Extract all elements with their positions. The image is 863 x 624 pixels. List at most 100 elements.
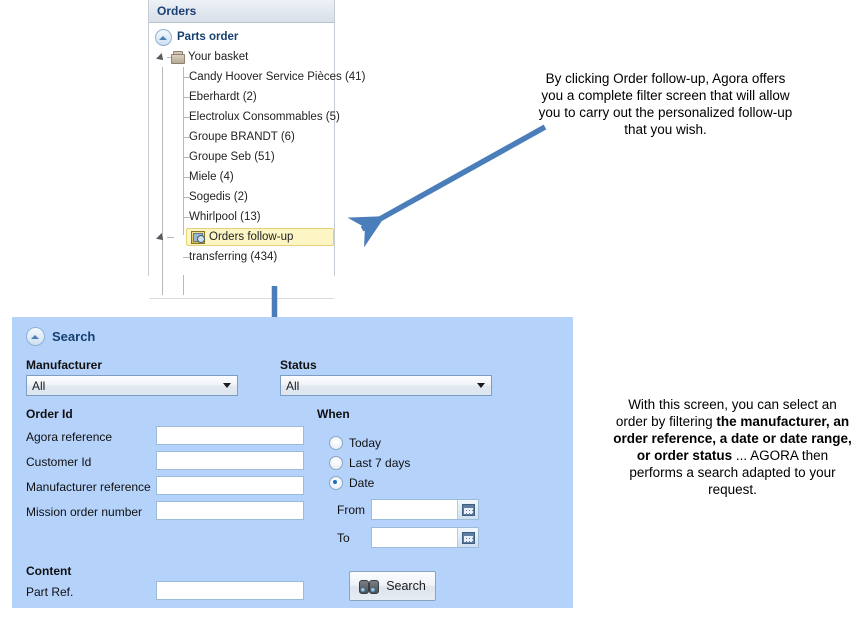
radio-button-selected[interactable] [329, 476, 343, 490]
radio-label: Last 7 days [349, 456, 411, 470]
search-filter-panel: Search Manufacturer All Status All Order… [12, 317, 573, 608]
annotation-right-part1: With this screen, you can select an orde… [615, 397, 837, 429]
tree-node-label: Your basket [188, 51, 249, 63]
customer-id-input[interactable] [156, 451, 304, 470]
from-date-field[interactable] [371, 499, 479, 520]
radio-button[interactable] [329, 456, 343, 470]
tree-connector [183, 77, 190, 78]
tree-connector [183, 197, 190, 198]
tree-node-orders-followup[interactable]: Orders follow-up [149, 227, 334, 247]
tree-node-label: Groupe BRANDT (6) [189, 131, 295, 143]
tree-node-label: Whirlpool (13) [189, 211, 261, 223]
tree-connector [183, 257, 190, 258]
tree-connector [183, 177, 190, 178]
manufacturer-reference-label: Manufacturer reference [26, 480, 151, 494]
tree-node-label: transferring (434) [189, 251, 278, 263]
to-date-field[interactable] [371, 527, 479, 548]
panel-title-label: Search [52, 329, 96, 344]
basket-icon [170, 51, 185, 64]
tree-connector [183, 117, 190, 118]
status-combo-wrapper[interactable]: All [280, 375, 492, 396]
annotation-right: With this screen, you can select an orde… [611, 396, 854, 498]
tree-connector [167, 237, 174, 238]
calendar-button[interactable] [457, 528, 478, 547]
manufacturer-label: Manufacturer [26, 358, 103, 372]
from-label: From [337, 503, 365, 517]
calendar-icon [461, 503, 475, 516]
list-item[interactable]: Candy Hoover Service Pièces (41) [149, 67, 365, 87]
tree-header-title: Orders [157, 4, 197, 18]
tree-clipped-row [149, 291, 334, 301]
calendar-button[interactable] [457, 500, 478, 519]
radio-date[interactable]: Date [329, 476, 374, 490]
tree-node-parts-order[interactable]: Parts order [149, 27, 334, 47]
tree-connector [183, 97, 190, 98]
tree-node-label: Parts order [177, 31, 239, 43]
order-id-group-label: Order Id [26, 407, 73, 421]
part-ref-input[interactable] [156, 581, 304, 600]
annotation-right-part2: ... AGORA then performs a search adapted… [629, 448, 836, 497]
list-item[interactable]: Sogedis (2) [149, 187, 334, 207]
list-item[interactable]: Groupe BRANDT (6) [149, 127, 334, 147]
collapse-circle-icon[interactable] [155, 28, 172, 46]
mission-order-number-input[interactable] [156, 501, 304, 520]
diagonal-arrow [347, 124, 547, 248]
annotation-right-bold: the manufacturer, an order reference, a … [613, 414, 852, 463]
basket-children-list: Candy Hoover Service Pièces (41) Eberhar… [149, 67, 365, 227]
manufacturer-select[interactable]: All [26, 375, 238, 396]
tree-node-label: Candy Hoover Service Pièces (41) [189, 71, 366, 83]
from-date-wrapper[interactable] [371, 499, 481, 520]
radio-button[interactable] [329, 436, 343, 450]
tree-node-label: Groupe Seb (51) [189, 151, 275, 163]
tree-connector [183, 217, 190, 218]
orders-tree-panel: Orders Parts order Your basket Candy Hoo… [148, 0, 365, 299]
agora-reference-input[interactable] [156, 426, 304, 445]
to-label: To [337, 531, 350, 545]
list-item[interactable]: transferring (434) [149, 247, 334, 267]
collapse-circle-icon[interactable] [26, 327, 45, 346]
agora-reference-label: Agora reference [26, 430, 113, 444]
binoculars-icon [359, 579, 380, 594]
tree-connector [183, 157, 190, 158]
to-date-wrapper[interactable] [371, 527, 481, 548]
tree-node-label: Electrolux Consommables (5) [189, 111, 340, 123]
content-group-label: Content [26, 564, 72, 578]
list-item[interactable]: Eberhardt (2) [149, 87, 334, 107]
status-label: Status [280, 358, 317, 372]
when-group-label: When [317, 407, 350, 421]
tree-node-label: Miele (4) [189, 171, 234, 183]
tree-panel-header: Orders [149, 0, 334, 23]
calendar-icon [461, 531, 475, 544]
part-ref-label: Part Ref. [26, 585, 74, 599]
tree-body: Parts order Your basket Candy Hoover Ser… [149, 23, 365, 299]
orders-followup-icon [191, 231, 205, 244]
tree-connector [183, 137, 190, 138]
search-panel-title[interactable]: Search [26, 327, 95, 346]
list-item[interactable]: Electrolux Consommables (5) [149, 107, 340, 127]
manufacturer-combo-wrapper[interactable]: All [26, 375, 238, 396]
list-item[interactable]: Groupe Seb (51) [149, 147, 334, 167]
list-item[interactable]: Whirlpool (13) [149, 207, 334, 227]
radio-last-7-days[interactable]: Last 7 days [329, 456, 410, 470]
tree-node-label: Sogedis (2) [189, 191, 248, 203]
status-select[interactable]: All [280, 375, 492, 396]
customer-id-label: Customer Id [26, 455, 92, 469]
mission-order-number-label: Mission order number [26, 505, 143, 519]
tree-branch-line [183, 67, 184, 235]
radio-today[interactable]: Today [329, 436, 381, 450]
expander-triangle-icon[interactable] [157, 233, 166, 242]
tree-branch-line-2 [183, 275, 184, 295]
expander-triangle-icon[interactable] [157, 53, 166, 62]
tree-trunk-line [162, 67, 163, 295]
search-button[interactable]: Search [349, 571, 436, 601]
manufacturer-reference-input[interactable] [156, 476, 304, 495]
tree-node-label: Eberhardt (2) [189, 91, 257, 103]
tree-connector [167, 57, 174, 58]
list-item[interactable]: Miele (4) [149, 167, 334, 187]
tree-node-highlight[interactable]: Orders follow-up [186, 228, 334, 246]
tree-node-label: Orders follow-up [209, 231, 294, 243]
annotation-top: By clicking Order follow-up, Agora offer… [538, 71, 793, 137]
search-button-label: Search [386, 579, 426, 593]
radio-label: Today [349, 436, 382, 450]
tree-node-your-basket[interactable]: Your basket [149, 47, 334, 67]
